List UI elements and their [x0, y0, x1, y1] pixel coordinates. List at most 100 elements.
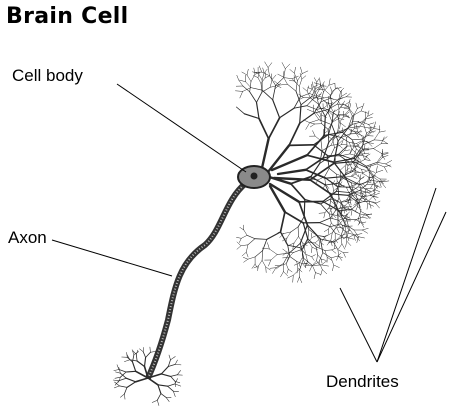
branch-segment — [339, 119, 344, 120]
branch-segment — [243, 257, 248, 259]
branch-segment — [263, 68, 264, 73]
branch-segment — [312, 266, 315, 273]
branch-segment — [244, 114, 259, 119]
branch-segment — [329, 79, 330, 86]
branch-segment — [283, 249, 287, 252]
branch-segment — [236, 107, 244, 114]
branch-segment — [280, 108, 294, 118]
branch-segment — [362, 173, 368, 177]
branch-segment — [368, 204, 374, 207]
branch-segment — [324, 229, 328, 232]
branch-segment — [236, 237, 241, 238]
branch-segment — [352, 139, 361, 140]
branch-segment — [346, 212, 350, 216]
branch-segment — [266, 267, 271, 270]
branch-segment — [361, 103, 364, 111]
branch-segment — [355, 173, 358, 177]
branch-segment — [350, 103, 351, 109]
branch-segment — [340, 123, 341, 129]
branch-segment — [330, 89, 335, 95]
branch-segment — [251, 88, 262, 91]
branch-segment — [320, 79, 321, 84]
branch-segment — [294, 76, 295, 82]
branch-segment — [334, 107, 342, 112]
branch-segment — [248, 239, 255, 245]
branch-segment — [319, 223, 330, 227]
branch-segment — [114, 386, 119, 388]
branch-segment — [325, 250, 332, 251]
branch-segment — [282, 63, 285, 69]
branch-segment — [332, 248, 337, 250]
branch-segment — [348, 99, 350, 107]
branch-segment — [285, 64, 290, 69]
branch-segment — [297, 277, 299, 282]
branch-segment — [266, 267, 267, 273]
branch-segment — [340, 123, 345, 127]
branch-segment — [374, 149, 382, 154]
branch-segment — [369, 123, 375, 125]
axon-label: Axon — [8, 228, 47, 248]
branch-segment — [321, 259, 325, 260]
branch-segment — [289, 243, 295, 246]
branch-segment — [133, 362, 136, 371]
branch-segment — [311, 247, 312, 253]
branch-segment — [136, 354, 137, 361]
branch-segment — [334, 113, 338, 116]
branch-segment — [263, 239, 267, 250]
branch-segment — [355, 206, 357, 211]
branch-segment — [137, 361, 144, 367]
branch-segment — [117, 365, 119, 370]
cell-body-label: Cell body — [12, 66, 83, 86]
branch-segment — [150, 347, 151, 352]
branch-segment — [319, 92, 322, 96]
branch-segment — [259, 119, 269, 139]
branch-segment — [115, 372, 120, 373]
branch-segment — [362, 116, 368, 122]
branch-segment — [246, 82, 251, 88]
branch-segment — [171, 375, 178, 377]
branch-segment — [265, 62, 269, 68]
branch-segment — [345, 231, 350, 233]
branch-segment — [246, 245, 248, 252]
branch-segment — [317, 78, 320, 82]
branch-segment — [169, 355, 171, 360]
branch-segment — [362, 228, 368, 230]
branch-segment — [246, 252, 248, 257]
branch-segment — [361, 111, 368, 113]
branch-segment — [289, 145, 314, 146]
branch-segment — [294, 97, 300, 108]
branch-segment — [307, 86, 309, 91]
branch-segment — [331, 256, 338, 258]
branch-segment — [346, 241, 347, 247]
branch-segment — [290, 257, 297, 262]
branch-segment — [322, 270, 327, 274]
branch-segment — [362, 230, 367, 233]
branch-segment — [336, 256, 338, 260]
branch-segment — [374, 193, 380, 195]
branch-segment — [306, 254, 312, 256]
branch-segment — [294, 237, 298, 243]
axon-texture — [148, 183, 246, 378]
cell-body-pointer — [117, 84, 246, 172]
branch-segment — [168, 386, 174, 391]
branch-segment — [253, 76, 258, 78]
branch-segment — [157, 400, 159, 405]
branch-segment — [348, 206, 352, 207]
branch-segment — [325, 105, 332, 116]
branch-segment — [240, 91, 243, 98]
branch-segment — [157, 394, 161, 401]
branch-segment — [299, 79, 302, 86]
branch-segment — [374, 144, 382, 149]
branch-segment — [332, 265, 333, 271]
branch-segment — [352, 176, 357, 178]
branch-segment — [268, 63, 272, 68]
branch-segment — [348, 235, 353, 238]
branch-segment — [240, 227, 244, 230]
branch-segment — [168, 384, 175, 386]
branch-segment — [311, 233, 312, 238]
branch-segment — [168, 360, 170, 367]
branch-segment — [272, 155, 307, 170]
branch-segment — [300, 67, 302, 74]
branch-segment — [297, 261, 298, 268]
branch-segment — [302, 76, 306, 80]
